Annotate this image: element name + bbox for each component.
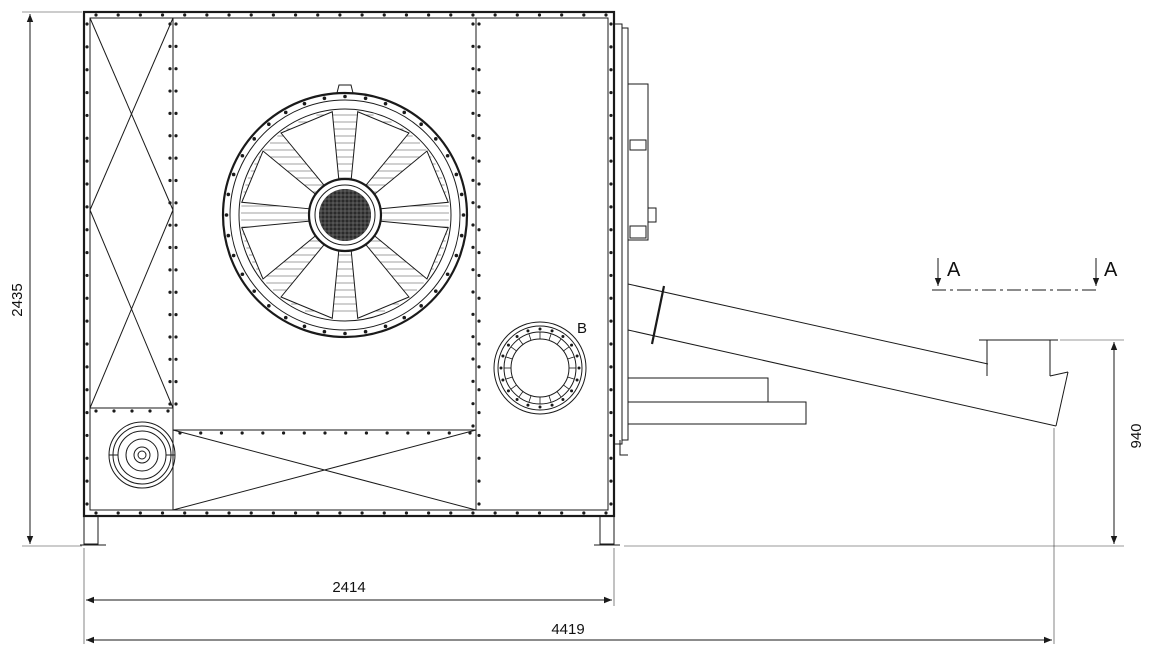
bottom-panel bbox=[172, 429, 477, 511]
fan-blades bbox=[241, 111, 449, 319]
section-line-a-a bbox=[932, 258, 1100, 291]
dimension-outlet-height bbox=[624, 339, 1124, 547]
round-port-b bbox=[493, 321, 587, 415]
dim-height-label: 2435 bbox=[9, 283, 26, 316]
port-bolt-circle bbox=[499, 327, 581, 409]
section-label-a-right: A bbox=[1104, 259, 1118, 281]
motor-hub-icon bbox=[319, 189, 371, 241]
dimension-total-length bbox=[86, 428, 1055, 644]
dim-width-label: 2414 bbox=[332, 579, 365, 596]
dim-outlet-label: 940 bbox=[1128, 423, 1145, 448]
axial-fan bbox=[221, 84, 469, 339]
section-label-a-left: A bbox=[947, 259, 961, 281]
fan-bolt-circle bbox=[224, 94, 466, 336]
dimension-width bbox=[83, 548, 615, 644]
support-legs bbox=[80, 515, 620, 546]
rivet-pattern bbox=[85, 13, 613, 515]
filter-panel bbox=[89, 17, 174, 409]
support-rails bbox=[627, 377, 807, 425]
unit-housing bbox=[82, 10, 616, 518]
dim-total-label: 4419 bbox=[551, 621, 584, 638]
detail-label-b: B bbox=[577, 320, 587, 337]
side-frame bbox=[613, 23, 657, 456]
round-port-small bbox=[108, 421, 176, 489]
dimension-height bbox=[22, 11, 82, 547]
discharge-duct bbox=[627, 283, 1069, 427]
